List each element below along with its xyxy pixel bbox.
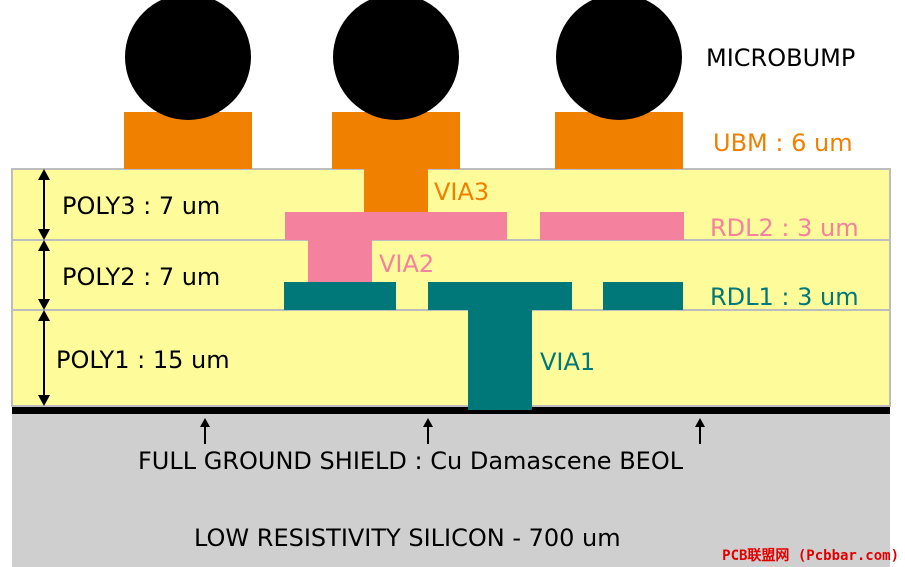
ubm-pad-1 xyxy=(124,112,252,169)
via2 xyxy=(308,238,372,282)
microbump-label: MICROBUMP xyxy=(706,44,855,72)
silicon-label: LOW RESISTIVITY SILICON - 700 um xyxy=(194,524,621,552)
shield-arrow-3 xyxy=(695,418,705,444)
rdl1-label: RDL1 : 3 um xyxy=(710,283,859,311)
shield-arrow-1 xyxy=(200,418,210,444)
poly3-label: POLY3 : 7 um xyxy=(62,192,220,220)
rdl1-segment-2 xyxy=(428,282,572,310)
rdl2-label: RDL2 : 3 um xyxy=(710,214,859,242)
poly2-thickness-arrow xyxy=(38,240,50,310)
ubm-label: UBM : 6 um xyxy=(713,129,853,157)
watermark-text: PCB联盟网 (Pcbbar.com) xyxy=(722,548,899,564)
poly2-label: POLY2 : 7 um xyxy=(62,263,220,291)
via3-label: VIA3 xyxy=(434,178,489,206)
ubm-pad-3 xyxy=(555,112,683,169)
ubm-pad-2 xyxy=(332,112,460,169)
via1 xyxy=(468,307,532,410)
poly1-label: POLY1 : 15 um xyxy=(56,346,230,374)
poly1-layer xyxy=(11,309,891,407)
rdl1-segment-1 xyxy=(284,282,396,310)
via3 xyxy=(364,169,428,212)
via2-label: VIA2 xyxy=(379,250,434,278)
silicon-substrate xyxy=(12,410,890,567)
rdl2-segment-2 xyxy=(540,212,684,240)
shield-arrow-2 xyxy=(423,418,433,444)
rdl1-segment-3 xyxy=(603,282,683,310)
poly3-thickness-arrow xyxy=(38,169,50,240)
ground-shield xyxy=(12,406,890,414)
poly1-thickness-arrow xyxy=(38,310,50,406)
via1-label: VIA1 xyxy=(540,348,595,376)
microbump-1 xyxy=(125,0,251,120)
ground-shield-label: FULL GROUND SHIELD : Cu Damascene BEOL xyxy=(138,447,684,475)
rdl2-segment-1 xyxy=(285,212,507,240)
microbump-3 xyxy=(556,0,682,120)
microbump-2 xyxy=(333,0,459,120)
